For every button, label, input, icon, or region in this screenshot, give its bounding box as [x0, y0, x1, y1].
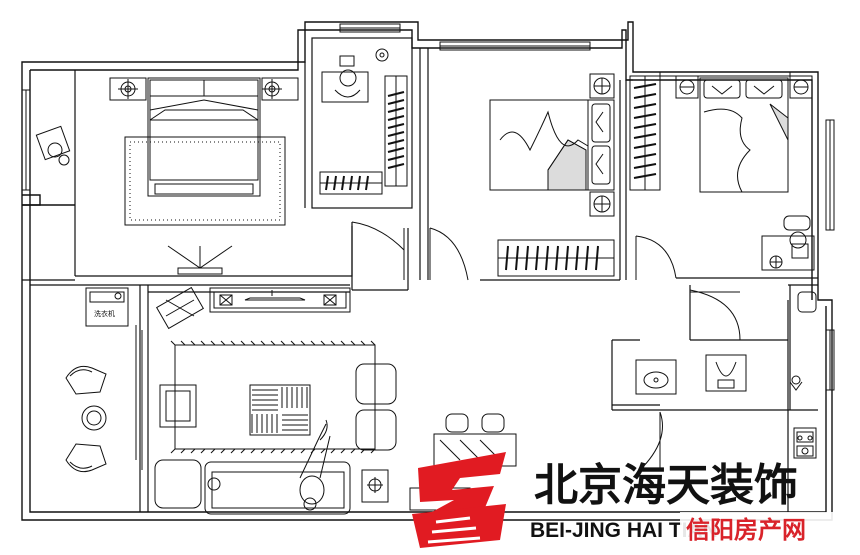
company-name-cn: 北京海天装饰: [534, 460, 798, 511]
tv-cabinet: [209, 287, 351, 313]
bathroom-fixtures: [635, 291, 817, 395]
plant-box: [155, 286, 205, 330]
study-furniture: [319, 48, 408, 195]
washing-machine-label: 洗衣机: [94, 309, 115, 318]
site-name: 信阳房产网: [686, 516, 806, 544]
master-nightstands: [109, 77, 299, 101]
balcony-chair: [35, 125, 71, 166]
kitchen-fixtures: [793, 427, 817, 459]
bedroom2-wardrobe: [497, 239, 615, 277]
lounge-chairs: [65, 365, 107, 473]
site-badge-bg: [680, 512, 846, 544]
bedroom2-bed: [489, 99, 615, 191]
bedroom3-bed: [675, 75, 813, 193]
master-tv: [167, 245, 233, 275]
bedroom3-wardrobe: [629, 75, 661, 191]
company-logo: [412, 452, 506, 548]
master-bed: [124, 77, 286, 226]
laundry-area: 洗衣机: [85, 287, 129, 327]
outer-walls: [21, 21, 833, 521]
bedroom2-nightstands: [589, 73, 615, 217]
bedroom3-desk: [761, 215, 815, 271]
person-figure: [299, 419, 331, 511]
doors: [135, 221, 741, 471]
interior-walls: [22, 37, 818, 512]
sofa-set: [154, 340, 397, 515]
company-name-en: BEI-JING HAI TIAN: [530, 519, 718, 542]
